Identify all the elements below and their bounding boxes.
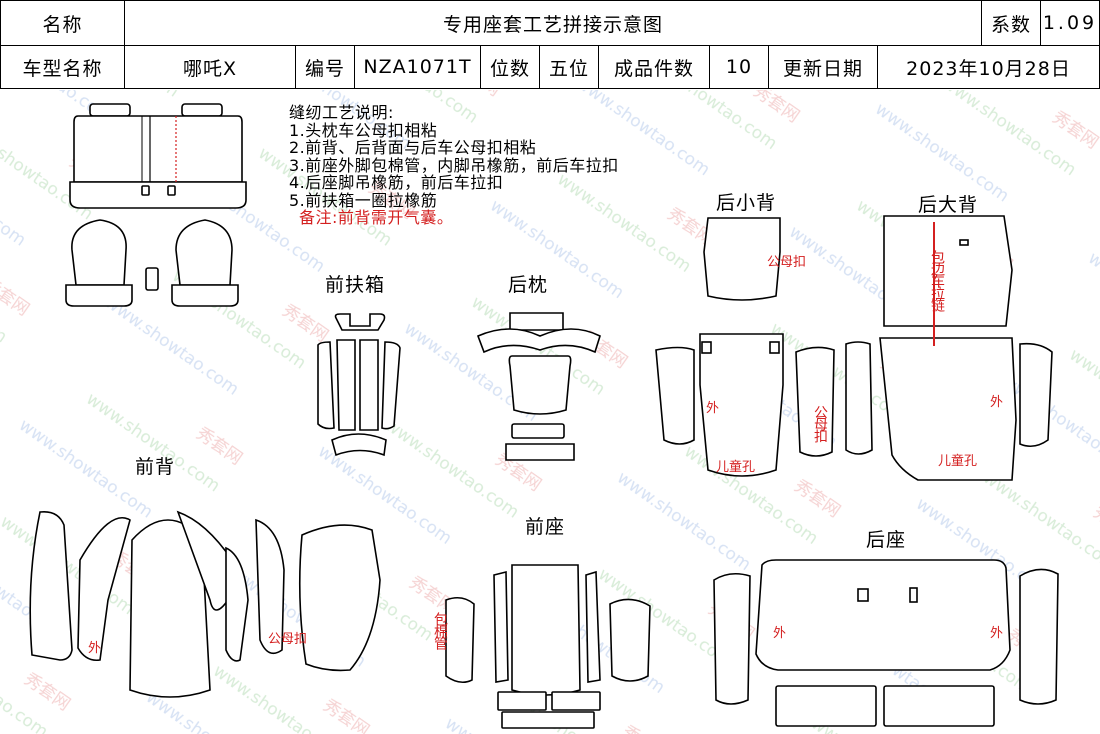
rear-headrest-pieces — [476, 312, 601, 461]
notes-title: 缝纫工艺说明: — [289, 103, 394, 122]
label-front-seat: 前座 — [525, 516, 566, 538]
sheet-title: 专用座套工艺拼接示意图 — [124, 0, 982, 46]
mark-snap-front-back: 公母扣 — [268, 632, 308, 647]
header-row-2: 车型名称 哪吒X 编号 NZA1071T 位数 五位 成品件数 10 更新日期 … — [0, 45, 1100, 89]
notes-remark: 备注:前背需开气囊。 — [299, 208, 454, 227]
code-label: 编号 — [295, 45, 355, 89]
rear-small-back-pieces — [655, 217, 835, 477]
mark-outer-big-back: 外 — [990, 395, 1004, 410]
front-seat-pieces — [445, 564, 651, 729]
mark-outer-small-back: 外 — [706, 401, 720, 416]
code-value: NZA1071T — [354, 45, 481, 89]
mark-snap-vertical: 公母扣 — [812, 405, 828, 441]
mark-snap-small-back: 公母扣 — [767, 255, 807, 270]
car-value: 哪吒X — [124, 45, 296, 89]
notes-item-2: 2.前背、后背面与后车公母扣相粘 — [289, 138, 537, 157]
notes-item-5: 5.前扶箱一圈拉橡筋 — [289, 190, 438, 210]
date-label: 更新日期 — [768, 45, 878, 89]
mark-child-hole-1: 儿童孔 — [716, 460, 756, 475]
label-front-armrest: 前扶箱 — [325, 274, 386, 296]
seats-label: 位数 — [480, 45, 540, 89]
pieces-label: 成品件数 — [598, 45, 710, 89]
notes-item-4: 4.后座脚吊橡筋，前后车拉扣 — [289, 173, 504, 192]
front-back-pieces — [29, 510, 381, 698]
mark-outer-rear-seat-right: 外 — [990, 626, 1004, 641]
mark-outer-front-back: 外 — [88, 641, 102, 656]
notes-item-3: 3.前座外脚包棉管，内脚吊橡筋，前后车拉扣 — [289, 155, 619, 175]
header-table: 名称 专用座套工艺拼接示意图 系数 1.09 车型名称 哪吒X 编号 NZA10… — [0, 0, 1100, 89]
date-value: 2023年10月28日 — [877, 45, 1100, 89]
mark-cotton-tube: 包棉管 — [432, 612, 448, 648]
label-rear-big-back: 后大背 — [918, 194, 979, 216]
rear-seat-pieces — [713, 559, 1059, 727]
front-armrest-pieces — [317, 313, 401, 457]
mark-outer-rear-seat-left: 外 — [773, 626, 787, 641]
car-label: 车型名称 — [0, 45, 125, 89]
coef-label: 系数 — [981, 0, 1041, 46]
mark-child-hole-2: 儿童孔 — [938, 454, 978, 469]
overview-front-seats — [65, 219, 239, 307]
label-front-back: 前背 — [135, 456, 176, 478]
overview-rear-bench — [69, 103, 247, 209]
name-label: 名称 — [0, 0, 125, 46]
seats-value: 五位 — [539, 45, 599, 89]
rear-big-back-pieces — [845, 215, 1053, 481]
notes-item-1: 1.头枕车公母扣相粘 — [289, 120, 438, 140]
mark-edge-chain: 包边车拉链 — [929, 250, 945, 310]
sewing-notes: 缝纫工艺说明: 1.头枕车公母扣相粘 2.前背、后背面与后车公母扣相粘 3.前座… — [289, 104, 619, 227]
header-row-1: 名称 专用座套工艺拼接示意图 系数 1.09 — [0, 0, 1100, 46]
label-rear-headrest: 后枕 — [508, 274, 549, 296]
label-rear-seat: 后座 — [866, 529, 907, 551]
label-rear-small-back: 后小背 — [716, 192, 777, 214]
pieces-value: 10 — [709, 45, 769, 89]
